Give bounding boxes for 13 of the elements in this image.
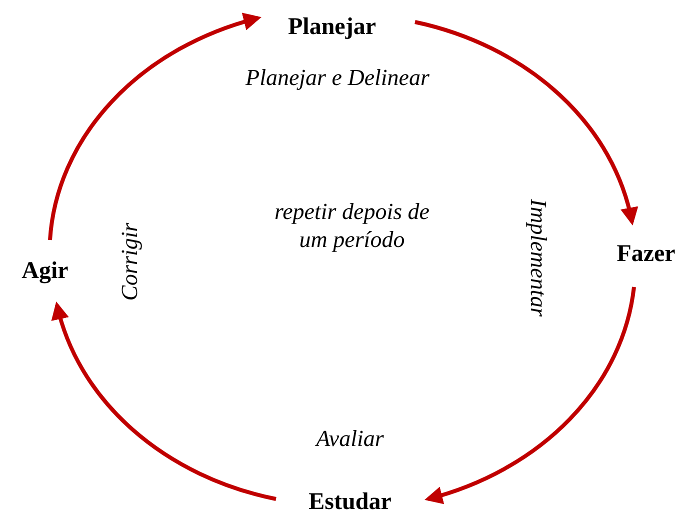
curved-arrow <box>52 302 276 501</box>
phase-description: Planejar e Delinear <box>244 64 430 92</box>
step-label: Planejar <box>277 10 387 44</box>
phase-description: Corrigir <box>116 222 144 303</box>
curved-arrow <box>414 20 637 226</box>
step-label: Agir <box>12 254 78 288</box>
phase-description: Avaliar <box>314 425 385 453</box>
step-label: Estudar <box>296 487 404 517</box>
curved-arrow <box>48 14 262 240</box>
center-note: repetir depois de um período <box>273 198 430 254</box>
phase-description: Implementar <box>524 198 552 319</box>
step-label: Fazer <box>607 237 685 271</box>
curved-arrow <box>424 286 636 504</box>
